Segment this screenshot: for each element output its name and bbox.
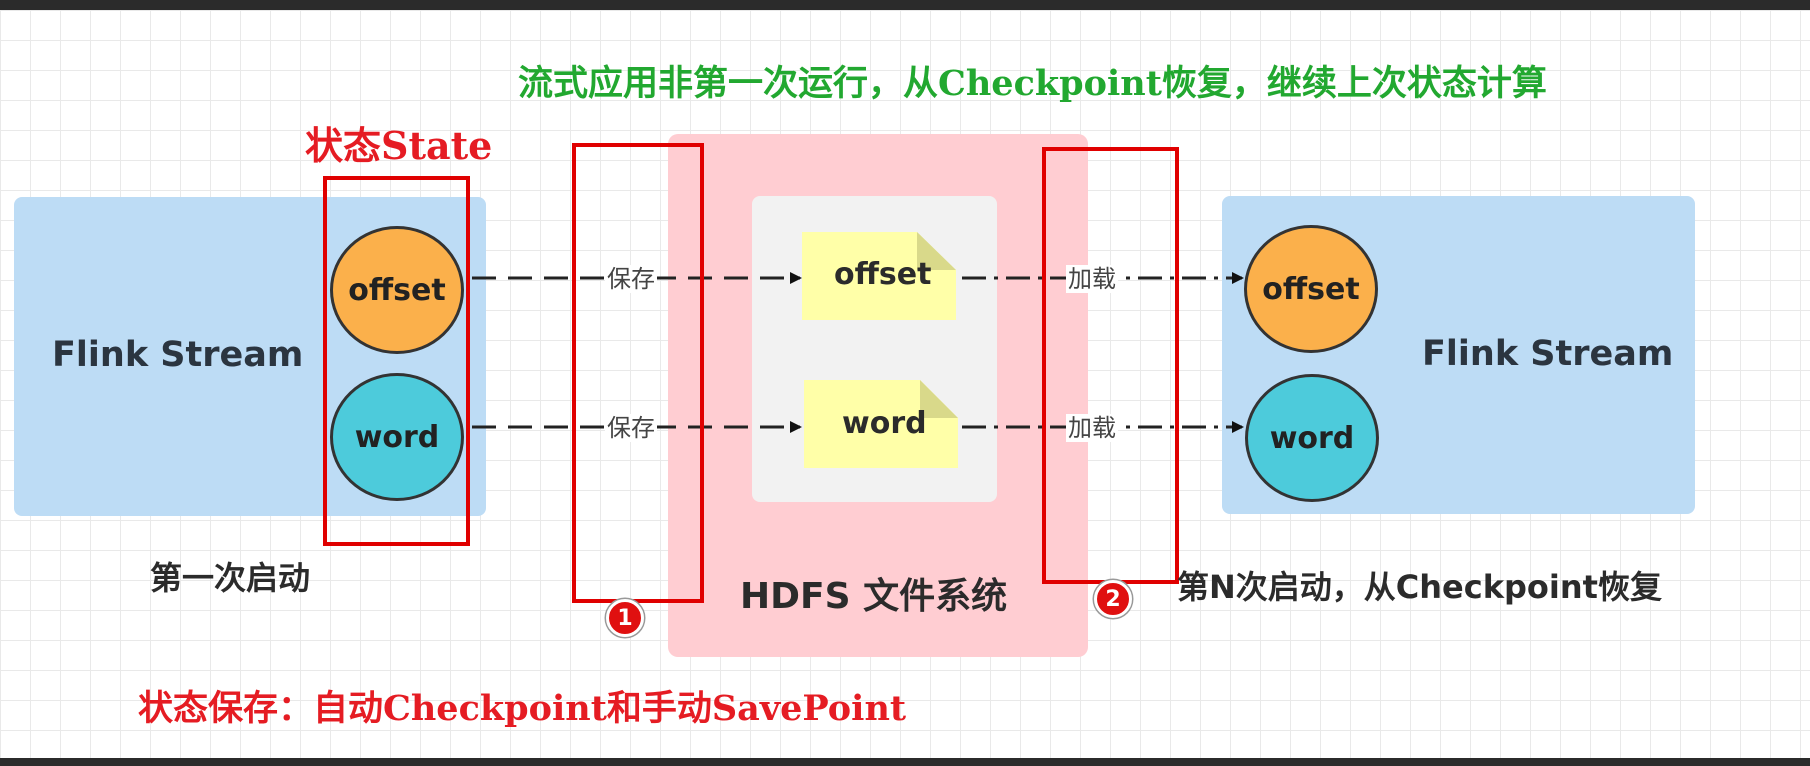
right-caption: 第N次启动，从Checkpoint恢复: [1177, 568, 1662, 606]
word-file-icon: [804, 380, 958, 468]
step-one-badge: 1: [606, 599, 644, 637]
left-flink-label: Flink Stream: [52, 335, 304, 375]
right-offset-label: offset: [1262, 271, 1360, 307]
right-offset-state: offset: [1244, 225, 1378, 353]
hdfs-word-file-label: word: [842, 406, 927, 441]
left-word-state: word: [330, 373, 464, 501]
save-top-label: 保存: [605, 265, 657, 293]
right-word-label: word: [1269, 420, 1355, 456]
diagram-canvas: 流式应用非第一次运行，从Checkpoint恢复，继续上次状态计算 状态Stat…: [0, 10, 1810, 758]
state-highlight-box: [323, 176, 470, 546]
hdfs-caption: HDFS 文件系统: [740, 576, 1008, 617]
offset-file-icon: [802, 232, 956, 320]
state-label: 状态State: [305, 123, 493, 168]
left-offset-label: offset: [348, 272, 446, 308]
right-word-state: word: [1245, 374, 1379, 502]
right-flink-label: Flink Stream: [1422, 334, 1674, 374]
load-highlight-box: [1042, 147, 1179, 584]
load-bottom-label: 加载: [1066, 414, 1118, 442]
connector-lines: [472, 232, 1244, 468]
bottom-title: 状态保存：自动Checkpoint和手动SavePoint: [138, 688, 907, 729]
load-top-label: 加载: [1066, 265, 1118, 293]
left-caption: 第一次启动: [150, 559, 311, 597]
diagram-title: 流式应用非第一次运行，从Checkpoint恢复，继续上次状态计算: [518, 63, 1547, 104]
save-highlight-box: [572, 143, 704, 603]
hdfs-offset-file-label: offset: [834, 257, 932, 292]
step-two-badge: 2: [1094, 580, 1132, 618]
left-offset-state: offset: [330, 226, 464, 354]
save-bottom-label: 保存: [605, 414, 657, 442]
left-word-label: word: [354, 419, 440, 455]
